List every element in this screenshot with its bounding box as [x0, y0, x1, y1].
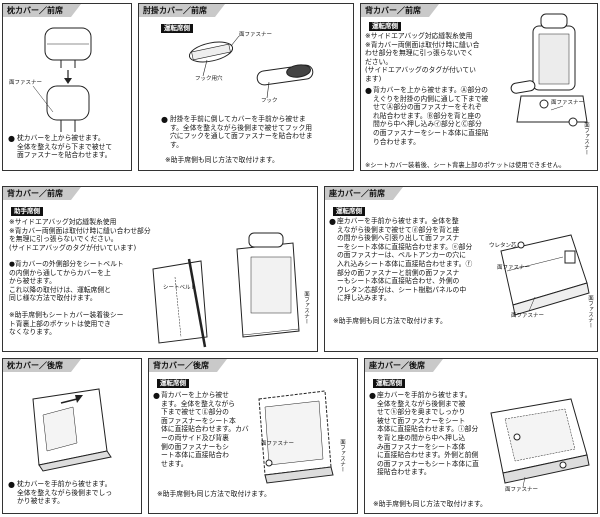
rear-headrest-illustration	[32, 388, 112, 472]
instruction-text: 座カバーを手前から被せます。全体を整 えながら後側まで被せてⓓ部分を背と座 の間…	[337, 217, 473, 303]
instruction-text: 枕カバーを手前から被せます。 全体を整えながら後側までしっ かり被せます。	[17, 480, 113, 506]
zipper-label: 面ファスナー	[239, 32, 273, 38]
instruction-text: 背カバーを上から被せます。Ⓐ部分の えぐりを肘掛の内側に通して下まで被 せてⒶ部…	[373, 86, 489, 146]
instruction-text: ●背カバーの外側部分をシートベルト の内側から通してからカバーを上 から被せます…	[9, 260, 124, 303]
notes-text: ※サイドエアバッグ対応縫製糸使用 ※背カバー両側面は取付け時に縫い合わせ部分 を…	[9, 218, 151, 252]
note-text: ※助手席側も同じ方法で取付けます。	[373, 500, 487, 508]
seatbelt-label: シートベルト	[163, 285, 197, 291]
bullet-icon: ●	[329, 217, 336, 226]
side-badge: 運転席側	[161, 24, 193, 33]
zipper-vertical-label: 面ファスナー	[303, 291, 309, 324]
hook-hole-label: フック用穴	[195, 76, 223, 82]
seatbelt-illustration	[152, 232, 300, 348]
panel-seat-rear: 座カバー／後席 運転席側 ● 座カバーを手前から被せます。 全体を整えながら後側…	[364, 358, 598, 514]
note-text: ※助手席側も同じ方法で取付けます。	[165, 156, 279, 164]
panel-headrest-rear: 枕カバー／後席 ● 枕カバーを手前から被せます。 全体を整えながら後側までしっ …	[2, 358, 142, 514]
zipper-label: 面ファスナー	[261, 441, 295, 447]
seat-illustration	[510, 13, 588, 127]
instruction-text: 座カバーを手前から被せます。 全体を整えながら後側まで被 せてⓗ部分を奥までしっ…	[377, 391, 479, 477]
panel-backrest-front-driver: 背カバー／前席 運転席側 ※サイドエアバッグ対応縫製糸使用 ※背カバー両側面は取…	[360, 3, 598, 171]
panel-header: 座カバー／後席	[365, 359, 443, 372]
panel-header: 背カバー／後席	[149, 359, 227, 372]
rear-backrest-illustration	[258, 390, 334, 484]
panel-header: 枕カバー／後席	[3, 359, 81, 372]
hook-label: フック	[261, 98, 278, 104]
zipper-vertical-label: 面ファスナー	[583, 122, 589, 155]
rear-seat-cushion-illustration	[490, 398, 590, 488]
zipper-label: 面ファスナー	[551, 100, 585, 106]
bullet-icon: ●	[153, 391, 160, 400]
instruction-text: 肘掛を手前に倒してカバーを手前から被せま す。全体を整えながら後側まで被せてフッ…	[170, 115, 313, 149]
note-text: ※助手席側も同じ方法で取付けます。	[157, 490, 271, 498]
note-text: ※助手席側も同じ方法で取付けます。	[333, 317, 447, 325]
side-badge: 助手席側	[11, 207, 43, 216]
instruction-text: 背カバーを上から被せ ます。全体を整えながら 下まで被せてⓖ部分の 面ファスナー…	[161, 391, 249, 468]
notes-text: ※サイドエアバッグ対応縫製糸使用 ※背カバー両側面は取付け時に縫い合 わせ部分を…	[365, 32, 480, 83]
zipper-label-2: 面ファスナー	[511, 313, 545, 319]
panel-header: 背カバー／前席	[3, 187, 81, 200]
panel-backrest-rear: 背カバー／後席 運転席側 ● 背カバーを上から被せ ます。全体を整えながら 下ま…	[148, 358, 358, 514]
bullet-icon: ●	[365, 86, 372, 95]
bullet-icon: ●	[8, 134, 15, 143]
zipper-label-1: 面ファスナー	[497, 265, 531, 271]
panel-header: 枕カバー／前席	[3, 4, 81, 17]
seat-cushion-illustration	[500, 234, 590, 316]
panel-seat-front: 座カバー／前席 運転席側 ● 座カバーを手前から被せます。全体を整 えながら後側…	[324, 186, 598, 352]
zipper-label: 面ファスナー	[505, 487, 539, 493]
zipper-label: 面ファスナー	[9, 80, 43, 86]
armrest-illustration	[188, 35, 314, 99]
side-badge: 運転席側	[157, 379, 189, 388]
urethane-label: ウレタン芯	[489, 243, 517, 249]
panel-backrest-front-passenger: 背カバー／前席 助手席側 ※サイドエアバッグ対応縫製糸使用 ※背カバー両側面は取…	[2, 186, 318, 352]
bullet-icon: ●	[8, 480, 15, 489]
panel-armrest-front: 肘掛カバー／前席 運転席側 面ファスナー フック用穴 フック ● 肘掛を手前に倒…	[138, 3, 354, 171]
zipper-vertical-label: 面ファスナー	[587, 295, 593, 328]
side-badge: 運転席側	[333, 207, 365, 216]
zipper-vertical-label: 面ファスナー	[339, 439, 345, 472]
headrest-illustration	[32, 27, 92, 132]
panel-header: 肘掛カバー／前席	[139, 4, 225, 17]
panel-headrest-front: 枕カバー／前席 面ファスナー ● 枕カバーを上から被せます。 全体を整えながら下…	[2, 3, 132, 171]
panel-header: 座カバー／前席	[325, 187, 403, 200]
bullet-icon: ●	[369, 391, 376, 400]
side-badge: 運転席側	[369, 22, 401, 31]
side-badge: 運転席側	[373, 379, 405, 388]
bullet-icon: ●	[161, 115, 168, 124]
panel-header: 背カバー／前席	[361, 4, 439, 17]
instruction-text: 枕カバーを上から被せます。 全体を整えながら下まで被せて 面ファスナーを貼合わせ…	[17, 134, 113, 160]
note-text: ※シートカバー装着後、シート背裏上部のポケットは使用できません。	[365, 162, 566, 169]
note-text: ※助手席側もシートカバー装着後シー ト背裏上部のポケットは使用でき なくなります…	[9, 311, 124, 337]
